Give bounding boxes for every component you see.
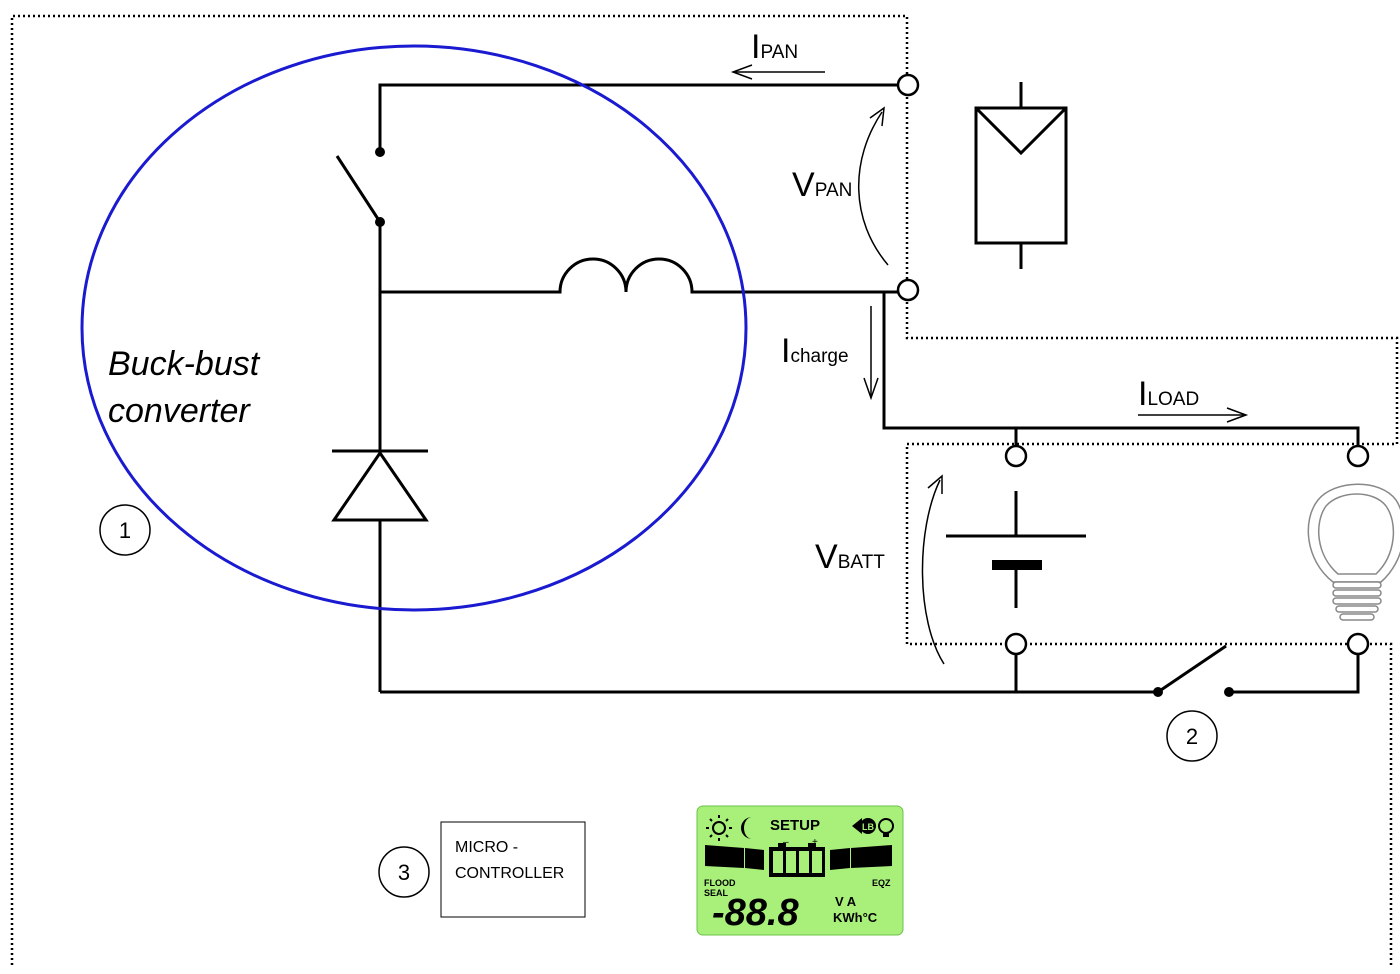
low-battery-badge: LB [852,818,876,834]
lcd-display: SETUP LB – + FLOOD SEAL EQZ -88.8 [696,805,904,936]
inductor [380,257,898,294]
svg-text:1: 1 [119,518,131,543]
converter-ellipse [80,44,748,612]
svg-text:MICRO -: MICRO - [455,839,518,856]
lcd-battery-bars [705,843,892,877]
charge-branch [882,292,1360,446]
svg-text:LB: LB [862,822,874,832]
lcd-eqz-text: EQZ [872,878,891,888]
lcd-digits: -88.8 [712,892,799,934]
i-load-arrow [1138,407,1249,423]
load-switch [1153,644,1234,697]
svg-text:–: – [783,837,789,848]
v-batt-label: VBATT [815,538,885,576]
i-charge-label: Icharge [781,332,849,370]
svg-text:2: 2 [1186,724,1198,749]
svg-text:+: + [812,837,818,848]
ground-bus [380,652,1360,694]
lcd-seal-text: SEAL [704,888,729,898]
converter-switch [335,147,385,450]
panel-positive-wire [378,83,898,148]
moon-icon [741,817,752,839]
v-batt-arrow [921,474,945,665]
i-pan-arrow [730,64,825,80]
lcd-flood-text: FLOOD [704,878,736,888]
i-charge-arrow [863,306,879,401]
lcd-units-bottom: KWh°C [833,910,878,925]
converter-label-line1: Buck-bust [108,345,261,383]
microcontroller-box: MICRO - CONTROLLER [440,821,586,918]
diode [331,449,429,692]
i-load-label: ILOAD [1138,375,1199,413]
dotted-boundary [10,14,1399,965]
svg-text:CONTROLLER: CONTROLLER [455,865,564,882]
converter-label-line2: converter [108,392,251,430]
marker-2: 2 [1166,710,1218,762]
svg-text:3: 3 [398,860,410,885]
light-bulb-icon [1307,483,1400,621]
sun-icon [706,815,732,841]
v-pan-arrow [858,106,889,266]
lcd-setup-text: SETUP [770,817,820,834]
solar-panel-icon [974,82,1068,269]
lcd-units-top: V A [835,894,857,909]
marker-3: 3 [378,846,430,898]
v-pan-label: VPAN [792,166,852,204]
terminals [896,73,1370,656]
battery [946,491,1086,692]
marker-1: 1 [99,504,151,556]
i-pan-label: IPAN [751,28,798,66]
